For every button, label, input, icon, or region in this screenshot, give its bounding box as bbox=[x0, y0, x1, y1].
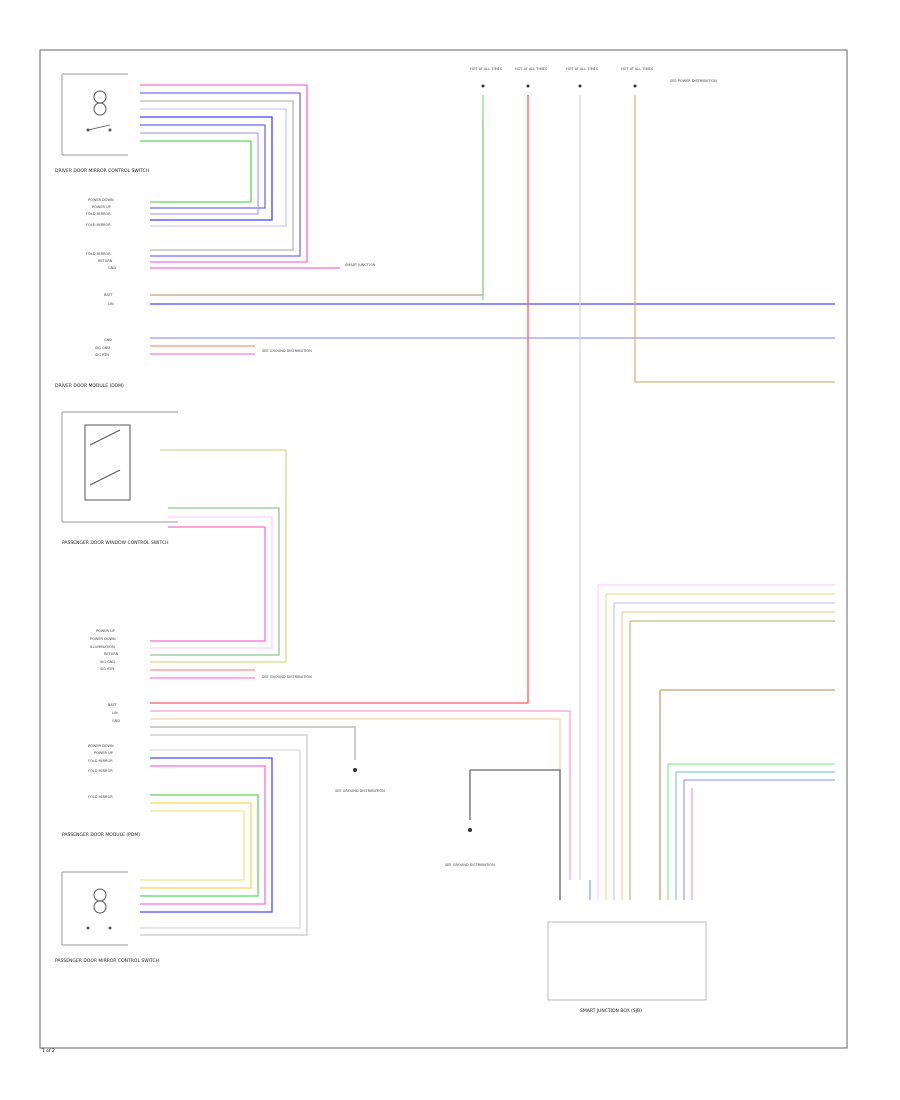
ddm-pin-labels: POWER DOWN POWER UP FOLD MIRROR FOLD MIR… bbox=[55, 198, 124, 389]
svg-text:FOLD MIRROR: FOLD MIRROR bbox=[86, 252, 111, 256]
passenger-window-switch-label: PASSENGER DOOR WINDOW CONTROL SWITCH bbox=[62, 540, 169, 546]
sjb-harness bbox=[469, 584, 835, 900]
pdm-wires bbox=[140, 669, 571, 936]
svg-text:SEE GROUND DISTRIBUTION: SEE GROUND DISTRIBUTION bbox=[262, 349, 312, 353]
ddm-label: DRIVER DOOR MODULE (DDM) bbox=[55, 383, 124, 389]
ddm-wires bbox=[150, 120, 835, 355]
svg-text:POWER UP: POWER UP bbox=[94, 751, 113, 755]
passenger-window-wires bbox=[150, 449, 287, 663]
svg-text:GND: GND bbox=[108, 266, 116, 270]
svg-text:SIG RTN: SIG RTN bbox=[95, 353, 109, 357]
svg-text:FOLD MIRROR: FOLD MIRROR bbox=[88, 769, 113, 773]
fuse-feed-lines bbox=[150, 95, 835, 880]
svg-text:RETURN: RETURN bbox=[104, 652, 119, 656]
svg-text:FOLD MIRROR: FOLD MIRROR bbox=[86, 223, 111, 227]
svg-text:SEE GROUND DISTRIBUTION: SEE GROUND DISTRIBUTION bbox=[445, 863, 495, 867]
svg-text:HOT AT ALL TIMES: HOT AT ALL TIMES bbox=[566, 67, 599, 71]
svg-text:POWER DOWN: POWER DOWN bbox=[88, 198, 114, 202]
svg-text:POWER DOWN: POWER DOWN bbox=[88, 744, 114, 748]
driver-mirror-switch-label: DRIVER DOOR MIRROR CONTROL SWITCH bbox=[55, 168, 149, 174]
svg-text:ILLUMINATION: ILLUMINATION bbox=[90, 645, 115, 649]
svg-text:POWER UP: POWER UP bbox=[92, 205, 111, 209]
svg-text:SEE GROUND DISTRIBUTION: SEE GROUND DISTRIBUTION bbox=[335, 789, 385, 793]
sjb-label: SMART JUNCTION BOX (SJB) bbox=[580, 1008, 642, 1014]
svg-text:HOT AT ALL TIMES: HOT AT ALL TIMES bbox=[470, 67, 503, 71]
pdm-pin-labels: POWER UP POWER DOWN ILLUMINATION RETURN … bbox=[62, 629, 140, 838]
driver-mirror-wires bbox=[140, 84, 308, 263]
svg-text:BATT: BATT bbox=[104, 293, 114, 297]
passenger-window-switch: PASSENGER DOOR WINDOW CONTROL SWITCH bbox=[61, 411, 178, 546]
svg-text:FOLD MIRROR: FOLD MIRROR bbox=[88, 759, 113, 763]
svg-text:FOLD MIRROR: FOLD MIRROR bbox=[88, 795, 113, 799]
driver-mirror-switch: DRIVER DOOR MIRROR CONTROL SWITCH bbox=[55, 73, 149, 174]
pdm-label: PASSENGER DOOR MODULE (PDM) bbox=[62, 832, 140, 838]
svg-text:BATT: BATT bbox=[108, 703, 118, 707]
svg-text:GND: GND bbox=[112, 719, 120, 723]
svg-text:SIG GND: SIG GND bbox=[100, 660, 115, 664]
svg-text:POWER DOWN: POWER DOWN bbox=[90, 637, 116, 641]
diagram-frame bbox=[39, 49, 848, 1049]
svg-text:LIN: LIN bbox=[112, 711, 118, 715]
passenger-mirror-switch-label: PASSENGER DOOR MIRROR CONTROL SWITCH bbox=[55, 958, 159, 964]
svg-text:RETURN: RETURN bbox=[98, 259, 113, 263]
svg-text:HOT AT ALL TIMES: HOT AT ALL TIMES bbox=[621, 67, 654, 71]
svg-text:HOT AT ALL TIMES: HOT AT ALL TIMES bbox=[515, 67, 548, 71]
svg-text:SEE POWER DISTRIBUTION: SEE POWER DISTRIBUTION bbox=[670, 79, 717, 83]
svg-text:SEE GROUND DISTRIBUTION: SEE GROUND DISTRIBUTION bbox=[262, 675, 312, 679]
fuse-blocks: HOT AT ALL TIMES HOT AT ALL TIMES HOT AT… bbox=[470, 67, 717, 88]
page-number: 1 of 2 bbox=[42, 1048, 55, 1054]
svg-text:GND: GND bbox=[104, 338, 112, 342]
svg-text:POWER UP: POWER UP bbox=[96, 629, 115, 633]
svg-text:SMART JUNCTION: SMART JUNCTION bbox=[345, 263, 376, 267]
svg-text:FOLD MIRROR: FOLD MIRROR bbox=[86, 212, 111, 216]
passenger-mirror-switch: PASSENGER DOOR MIRROR CONTROL SWITCH bbox=[55, 871, 159, 964]
sjb-connector-box bbox=[547, 921, 707, 1001]
svg-text:LIN: LIN bbox=[108, 302, 114, 306]
svg-text:SIG GND: SIG GND bbox=[95, 346, 110, 350]
svg-text:SIG RTN: SIG RTN bbox=[100, 667, 114, 671]
